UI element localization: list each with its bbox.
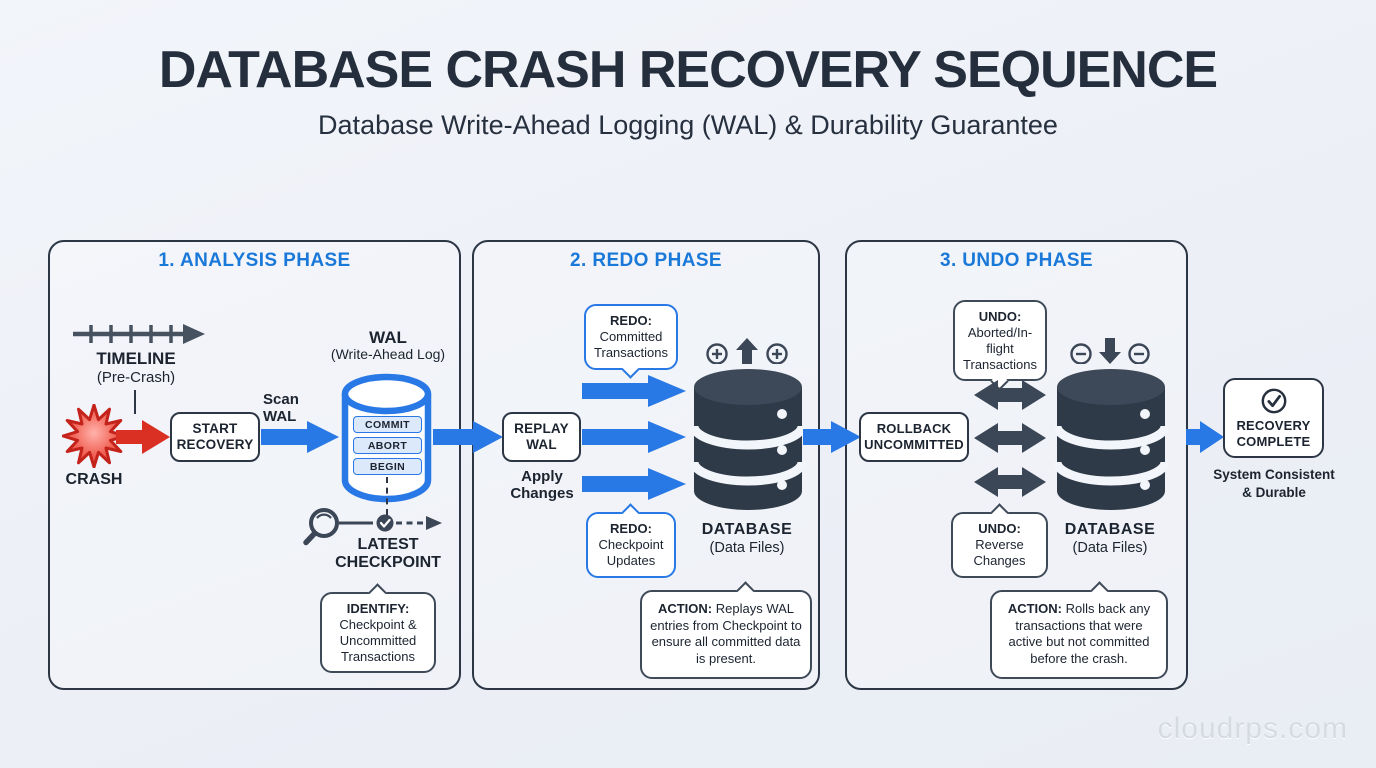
redo-bottom-bubble-title: REDO: (610, 521, 652, 536)
redo-to-undo-arrow-icon (803, 421, 861, 453)
undo-db-modifiers (1070, 338, 1150, 364)
plus-circle-icon (706, 343, 728, 364)
timeline-arrow-icon (73, 324, 205, 344)
undo-action-body: Rolls back any transactions that were ac… (1008, 601, 1151, 666)
redo-arrow-top-icon (582, 375, 686, 407)
watermark: cloudrps.com (1157, 712, 1348, 745)
undo-to-complete-arrow-icon (1186, 421, 1224, 453)
crash-arrow-icon (116, 420, 170, 454)
wal-entry-abort: ABORT (353, 437, 422, 454)
wal-sublabel: (Write-Ahead Log) (330, 346, 446, 362)
recovery-complete-box: RECOVERY COMPLETE (1223, 378, 1324, 458)
replay-wal-box: REPLAY WAL (502, 412, 581, 462)
identify-bubble-body: Checkpoint & Uncommitted Transactions (339, 616, 417, 664)
undo-double-arrow-top-icon (974, 380, 1046, 410)
crash-label: CRASH (65, 471, 123, 488)
timeline-label: TIMELINE (96, 349, 176, 368)
checkpoint-check-icon (376, 514, 394, 532)
redo-top-bubble: REDO: Committed Transactions (584, 304, 678, 379)
redo-database-label: DATABASE (701, 521, 793, 538)
checkpoint-scan-row (303, 508, 442, 546)
undo-double-arrow-middle-icon (974, 423, 1046, 453)
undo-action-title: ACTION: (1007, 601, 1062, 616)
rollback-uncommitted-box: ROLLBACK UNCOMMITTED (859, 412, 969, 462)
undo-top-bubble: UNDO: Aborted/In-flight Transactions (953, 300, 1047, 391)
redo-phase-heading: 2. REDO PHASE (570, 250, 722, 271)
redo-top-bubble-title: REDO: (610, 313, 652, 328)
timeline-sublabel: (Pre-Crash) (96, 369, 176, 386)
plus-circle-icon (766, 343, 788, 364)
page-subtitle: Database Write-Ahead Logging (WAL) & Dur… (318, 110, 1058, 140)
wal-entry-commit: COMMIT (353, 416, 422, 433)
redo-action-bubble: ACTION: Replays WAL entries from Checkpo… (640, 580, 812, 679)
undo-bottom-bubble-body: Reverse Changes (973, 536, 1026, 568)
up-arrow-icon (736, 338, 758, 364)
redo-database-icon (691, 369, 805, 510)
apply-changes-label: Apply Changes (510, 468, 574, 502)
redo-arrow-middle-icon (582, 421, 686, 453)
undo-bottom-bubble-title: UNDO: (978, 521, 1021, 536)
latest-checkpoint-label: LATEST CHECKPOINT (335, 536, 441, 572)
redo-arrow-bottom-icon (582, 468, 686, 500)
redo-db-modifiers (706, 338, 788, 364)
undo-bottom-bubble: UNDO: Reverse Changes (951, 502, 1048, 578)
undo-database-label: DATABASE (1064, 521, 1156, 538)
redo-action-body: Replays WAL entries from Checkpoint to e… (650, 601, 802, 666)
complete-check-icon (1261, 388, 1286, 414)
identify-bubble-title: IDENTIFY: (346, 601, 410, 616)
undo-database-sublabel: (Data Files) (1072, 540, 1148, 556)
undo-database-icon (1054, 369, 1168, 510)
scan-wal-label: Scan WAL (263, 391, 299, 425)
minus-circle-icon (1128, 343, 1150, 364)
redo-database-sublabel: (Data Files) (709, 540, 785, 556)
redo-bottom-bubble: REDO: Checkpoint Updates (586, 502, 676, 578)
redo-bottom-bubble-body: Checkpoint Updates (598, 536, 664, 568)
analysis-phase-heading: 1. ANALYSIS PHASE (158, 250, 351, 271)
minus-circle-icon (1070, 343, 1092, 364)
undo-double-arrow-bottom-icon (974, 467, 1046, 497)
undo-phase-heading: 3. UNDO PHASE (939, 250, 1093, 271)
down-arrow-icon (1099, 338, 1121, 364)
redo-action-title: ACTION: (657, 601, 713, 616)
recovery-complete-caption: System Consistent & Durable (1213, 467, 1335, 500)
analysis-to-redo-arrow-icon (433, 421, 503, 453)
start-recovery-box: START RECOVERY (170, 412, 260, 462)
wal-label: WAL (369, 328, 407, 347)
undo-top-bubble-title: UNDO: (978, 309, 1022, 324)
timeline-connector-line (134, 390, 136, 414)
recovery-complete-label: RECOVERY COMPLETE (1236, 417, 1311, 449)
undo-action-bubble: ACTION: Rolls back any transactions that… (990, 580, 1168, 679)
magnifier-icon (309, 508, 339, 538)
crash-burst-icon (62, 404, 126, 468)
checkpoint-dashed-line (386, 477, 388, 515)
redo-top-bubble-body: Committed Transactions (594, 328, 668, 360)
undo-top-bubble-body: Aborted/In-flight Transactions (963, 324, 1037, 372)
scan-wal-arrow-icon (261, 421, 339, 453)
page-title: DATABASE CRASH RECOVERY SEQUENCE (158, 41, 1218, 99)
identify-bubble: IDENTIFY: Checkpoint & Uncommitted Trans… (320, 582, 436, 674)
wal-entry-begin: BEGIN (353, 458, 422, 475)
